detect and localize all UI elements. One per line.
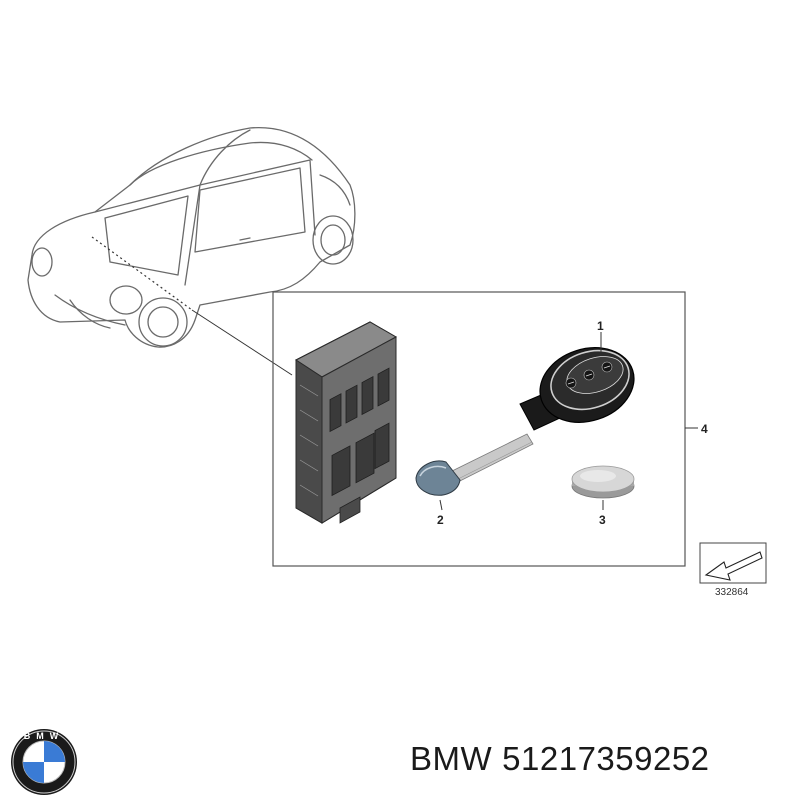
car-outline-illustration bbox=[27, 126, 356, 348]
logo-lettering: BMW bbox=[24, 731, 65, 741]
brand-name: BMW bbox=[410, 740, 493, 777]
emergency-key bbox=[415, 433, 534, 496]
reference-arrow-box bbox=[699, 542, 767, 584]
set-frame bbox=[272, 291, 686, 567]
emergency-key-leader-line bbox=[439, 499, 443, 511]
control-module bbox=[295, 321, 398, 524]
callout-key-fob: 1 bbox=[597, 319, 604, 333]
coin-battery bbox=[571, 465, 635, 499]
location-dotted-line bbox=[91, 236, 193, 311]
callout-set: 4 bbox=[701, 422, 708, 436]
callout-battery: 3 bbox=[599, 513, 606, 527]
key-fob bbox=[519, 347, 635, 431]
location-leader-line bbox=[191, 309, 293, 376]
diagram-reference-number: 332864 bbox=[715, 587, 749, 598]
callout-emergency-key: 2 bbox=[437, 513, 444, 527]
bmw-logo: BMW bbox=[11, 729, 77, 795]
part-number: 51217359252 bbox=[502, 740, 710, 777]
